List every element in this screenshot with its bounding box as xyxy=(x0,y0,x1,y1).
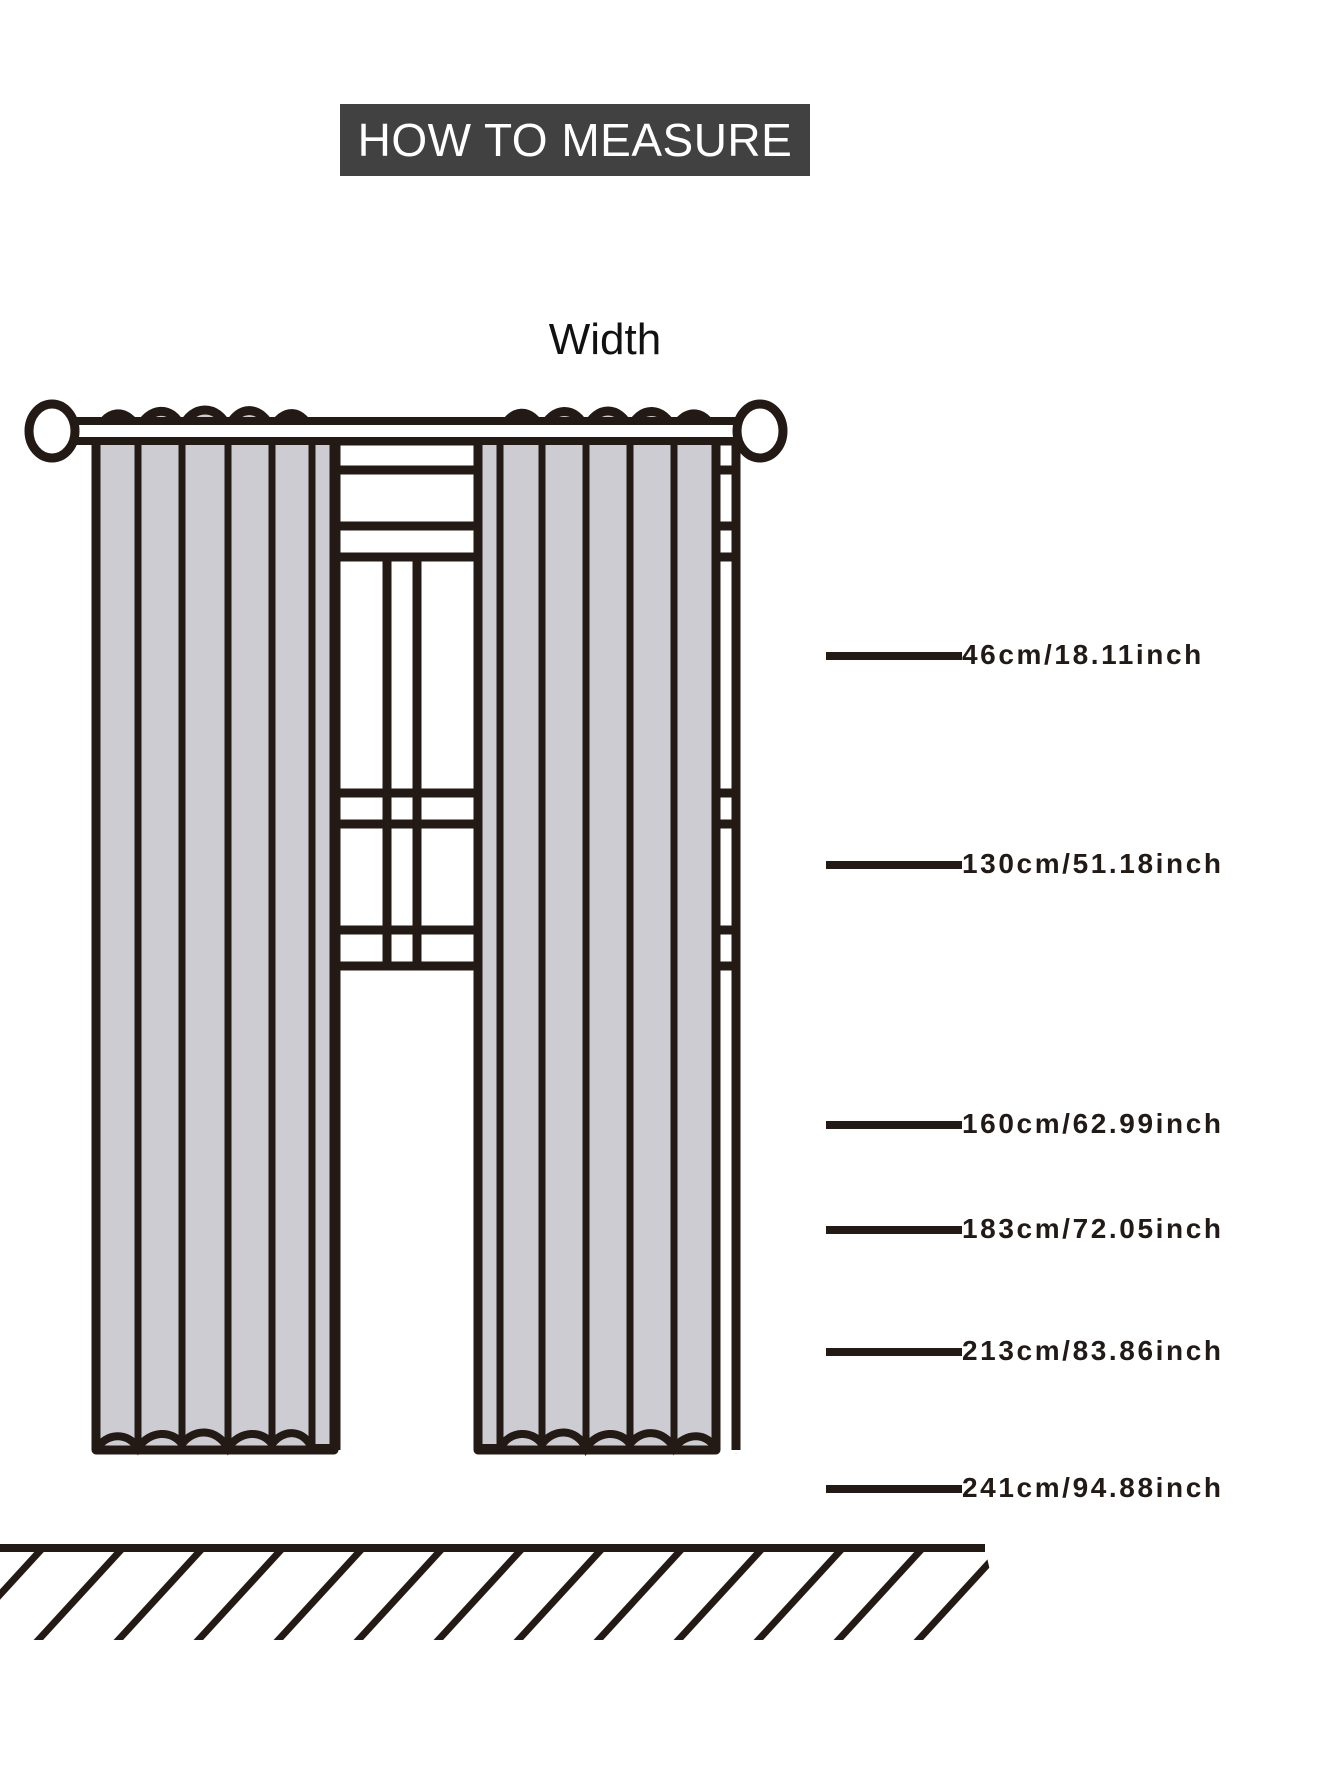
curtain-panel-left xyxy=(91,405,339,1456)
curtain-panel-right xyxy=(473,406,721,1456)
rod-finial-left xyxy=(24,399,80,463)
curtain-rod xyxy=(24,399,788,463)
page-title: HOW TO MEASURE xyxy=(357,114,793,166)
floor xyxy=(0,1544,1005,1640)
dimension-leader-lines xyxy=(826,652,962,1493)
width-caption-label: Width xyxy=(548,315,662,364)
dimension-label-130cm: 130cm/51.18inch xyxy=(962,848,1224,879)
dimension-label-183cm: 183cm/72.05inch xyxy=(962,1213,1224,1244)
dimension-label-213cm: 213cm/83.86inch xyxy=(962,1335,1224,1366)
dimension-label-160cm: 160cm/62.99inch xyxy=(962,1108,1224,1139)
rod-finial-right xyxy=(732,399,788,463)
dimension-label-46cm: 46cm/18.11inch xyxy=(962,639,1204,670)
dimension-label-241cm: 241cm/94.88inch xyxy=(962,1472,1224,1503)
page-title-banner: HOW TO MEASURE xyxy=(340,104,810,176)
